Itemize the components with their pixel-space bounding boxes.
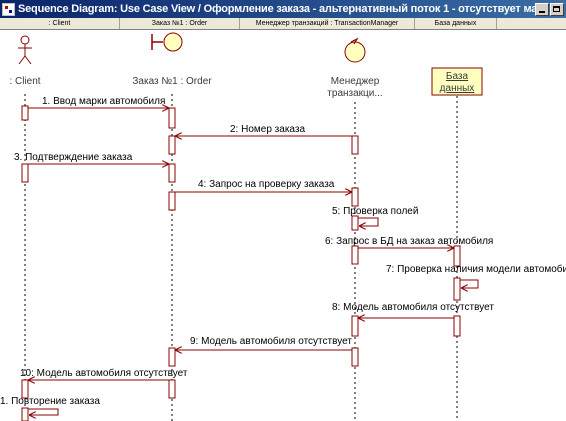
boundary-order-icon[interactable]: [151, 32, 183, 52]
window-titlebar: Sequence Diagram: Use Case View / Оформл…: [0, 0, 566, 18]
object-label-client: : Client: [9, 76, 40, 87]
object-label-database-line1: База: [446, 71, 469, 82]
object-label-manager-line1: Менеджер: [331, 76, 380, 87]
activation-database-1: [453, 245, 461, 267]
message-label-2: 2: Номер заказа: [230, 124, 305, 135]
control-manager-icon[interactable]: [344, 37, 366, 63]
window-title: Sequence Diagram: Use Case View / Оформл…: [18, 3, 535, 15]
message-label-11: 1. Повторение заказа: [0, 396, 100, 407]
activation-order-6: [168, 379, 176, 399]
lifeline-header-bar: : Client Заказ №1 : Order Менеджер транз…: [0, 18, 566, 30]
object-label-database-line2: данных: [440, 83, 475, 94]
activation-order-4: [168, 191, 176, 211]
activation-order-2: [168, 135, 176, 155]
message-label-10: 10: Модель автомобиля отсутствует: [20, 367, 188, 379]
activation-client-1: [21, 105, 29, 121]
message-arrow-5[interactable]: [358, 217, 379, 226]
app-icon: [2, 2, 15, 16]
activation-order-5: [168, 347, 176, 367]
activation-client-4: [21, 407, 29, 421]
activation-manager-2: [351, 187, 359, 207]
header-cell-manager[interactable]: Менеджер транзакций : TransactionManager: [240, 18, 415, 29]
message-label-4: 4: Запрос на проверку заказа: [198, 179, 335, 190]
message-arrow-7[interactable]: [460, 279, 479, 288]
minimize-icon[interactable]: [535, 2, 549, 16]
message-label-8: 8: Модель автомобиля отсутствует: [332, 301, 494, 313]
window-controls: [535, 2, 564, 16]
sequence-diagram: : Client Заказ №1 : Order Менеджер транз…: [0, 32, 566, 421]
header-cell-client[interactable]: : Client: [0, 18, 120, 29]
message-label-5: 5: Проверка полей: [332, 206, 418, 217]
message-label-7: 7: Проверка наличия модели автомобиля: [386, 263, 566, 275]
activation-database-3: [453, 315, 461, 337]
header-cell-order[interactable]: Заказ №1 : Order: [120, 18, 240, 29]
activation-order-3: [168, 163, 176, 183]
activation-manager-5: [351, 315, 359, 337]
message-label-1: 1. Ввод марки автомобиля: [42, 95, 165, 107]
activation-order-1: [168, 107, 176, 129]
activation-manager-3: [351, 215, 359, 231]
maximize-icon[interactable]: [550, 2, 564, 16]
header-cell-database[interactable]: База данных: [415, 18, 497, 29]
activation-client-2: [21, 163, 29, 183]
object-label-manager-line2: транзакци...: [327, 88, 382, 99]
activation-database-2: [453, 277, 461, 301]
message-arrow-11[interactable]: [28, 408, 59, 415]
message-label-3: 3. Подтверждение заказа: [14, 152, 133, 163]
activation-manager-4: [351, 245, 359, 265]
object-label-order: Заказ №1 : Order: [132, 76, 212, 87]
message-label-9: 9: Модель автомобиля отсутствует: [190, 335, 352, 347]
activation-manager-1: [351, 135, 359, 155]
activation-manager-6: [351, 347, 359, 367]
message-label-6: 6: Запрос в БД на заказ автомобиля: [325, 235, 493, 247]
actor-client-icon[interactable]: [18, 35, 32, 65]
entity-database-box[interactable]: База данных: [431, 67, 483, 96]
activation-client-3: [21, 379, 29, 399]
